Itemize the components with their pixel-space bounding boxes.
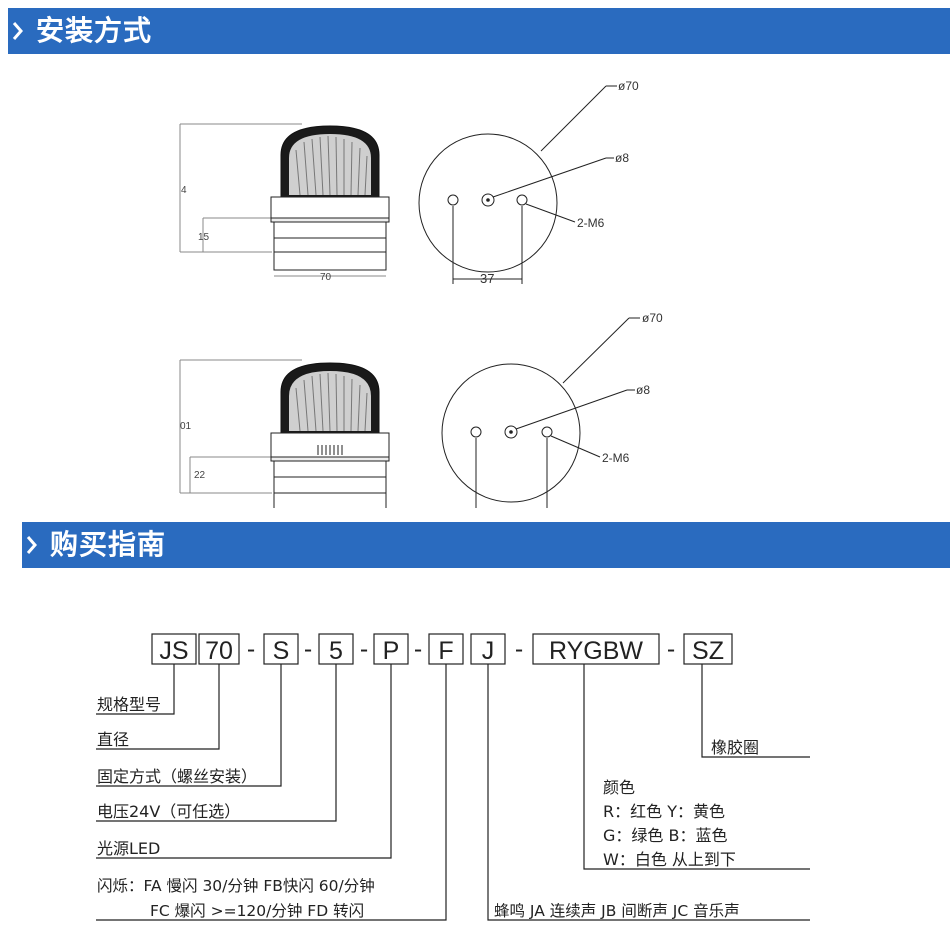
label-color-line3: W：白色 从上到下 bbox=[603, 850, 736, 869]
center-hole-label-1: ø8 bbox=[615, 151, 629, 165]
base-dim-2: 22 bbox=[194, 470, 206, 481]
lamp-side-view-1 bbox=[179, 123, 390, 277]
label-rubber: 橡胶圈 bbox=[711, 738, 759, 757]
install-section-title: 安装方式 bbox=[36, 14, 153, 47]
height-dim-1: 4 bbox=[181, 185, 187, 196]
installation-drawings: 4 15 70 ø70 ø8 2-M6 37 01 22 ø70 ø8 2-M6 bbox=[179, 79, 663, 508]
diameter-label-2: ø70 bbox=[642, 311, 663, 325]
code-box-rubber bbox=[683, 633, 733, 665]
code-mount-text: S bbox=[273, 637, 290, 665]
code-separator: - bbox=[304, 635, 312, 663]
hole-spacing-label-1: 37 bbox=[480, 271, 494, 286]
model-code-diagram: JS 70 S 5 P F J RYGBW SZ - - - - - - 规格型… bbox=[96, 633, 810, 921]
label-flash-line1: 闪烁：FA 慢闪 30/分钟 FB快闪 60/分钟 bbox=[97, 877, 375, 895]
base-dim-1: 15 bbox=[198, 232, 210, 243]
install-section-banner: 安装方式 bbox=[8, 8, 950, 54]
guide-section-title: 购买指南 bbox=[50, 528, 167, 561]
code-series-text: JS bbox=[159, 637, 188, 665]
center-hole-label-2: ø8 bbox=[636, 383, 650, 397]
mount-holes-label-2: 2-M6 bbox=[602, 451, 630, 465]
guide-section-banner: 购买指南 bbox=[22, 522, 950, 568]
label-buzzer: 蜂鸣 JA 连续声 JB 间断声 JC 音乐声 bbox=[494, 902, 740, 920]
code-light-text: P bbox=[383, 637, 400, 665]
code-diameter-text: 70 bbox=[205, 637, 233, 665]
code-voltage-text: 5 bbox=[329, 637, 343, 665]
label-color-title: 颜色 bbox=[603, 778, 635, 797]
lamp-side-view-2 bbox=[179, 359, 390, 508]
height-dim-2: 01 bbox=[180, 421, 192, 432]
label-voltage: 电压24V（可任选） bbox=[97, 802, 240, 821]
code-separator: - bbox=[247, 635, 255, 663]
label-diameter: 直径 bbox=[97, 730, 129, 749]
label-flash-line2: FC 爆闪 >=120/分钟 FD 转闪 bbox=[150, 901, 364, 920]
code-box-color bbox=[532, 633, 660, 665]
code-separator: - bbox=[515, 635, 523, 663]
chevron-right-icon bbox=[26, 536, 37, 554]
label-mount: 固定方式（螺丝安装） bbox=[97, 767, 257, 786]
code-buzzer-text: J bbox=[482, 637, 495, 665]
label-color-line1: R：红色 Y：黄色 bbox=[603, 802, 725, 821]
code-separator: - bbox=[667, 635, 675, 663]
code-separator: - bbox=[414, 635, 422, 663]
chevron-right-icon bbox=[12, 22, 23, 40]
label-light: 光源LED bbox=[97, 839, 160, 858]
label-color-line2: G：绿色 B：蓝色 bbox=[603, 826, 727, 845]
mount-holes-label-1: 2-M6 bbox=[577, 216, 605, 230]
code-separator: - bbox=[360, 635, 368, 663]
label-spec: 规格型号 bbox=[97, 695, 161, 714]
diameter-label-1: ø70 bbox=[618, 79, 639, 93]
code-flash-text: F bbox=[438, 637, 453, 665]
code-rubber-text: SZ bbox=[692, 637, 724, 665]
width-dim-1: 70 bbox=[320, 272, 332, 283]
lamp-top-view-1 bbox=[418, 85, 617, 284]
code-color-text: RYGBW bbox=[549, 637, 643, 665]
lamp-top-view-2 bbox=[441, 317, 640, 508]
